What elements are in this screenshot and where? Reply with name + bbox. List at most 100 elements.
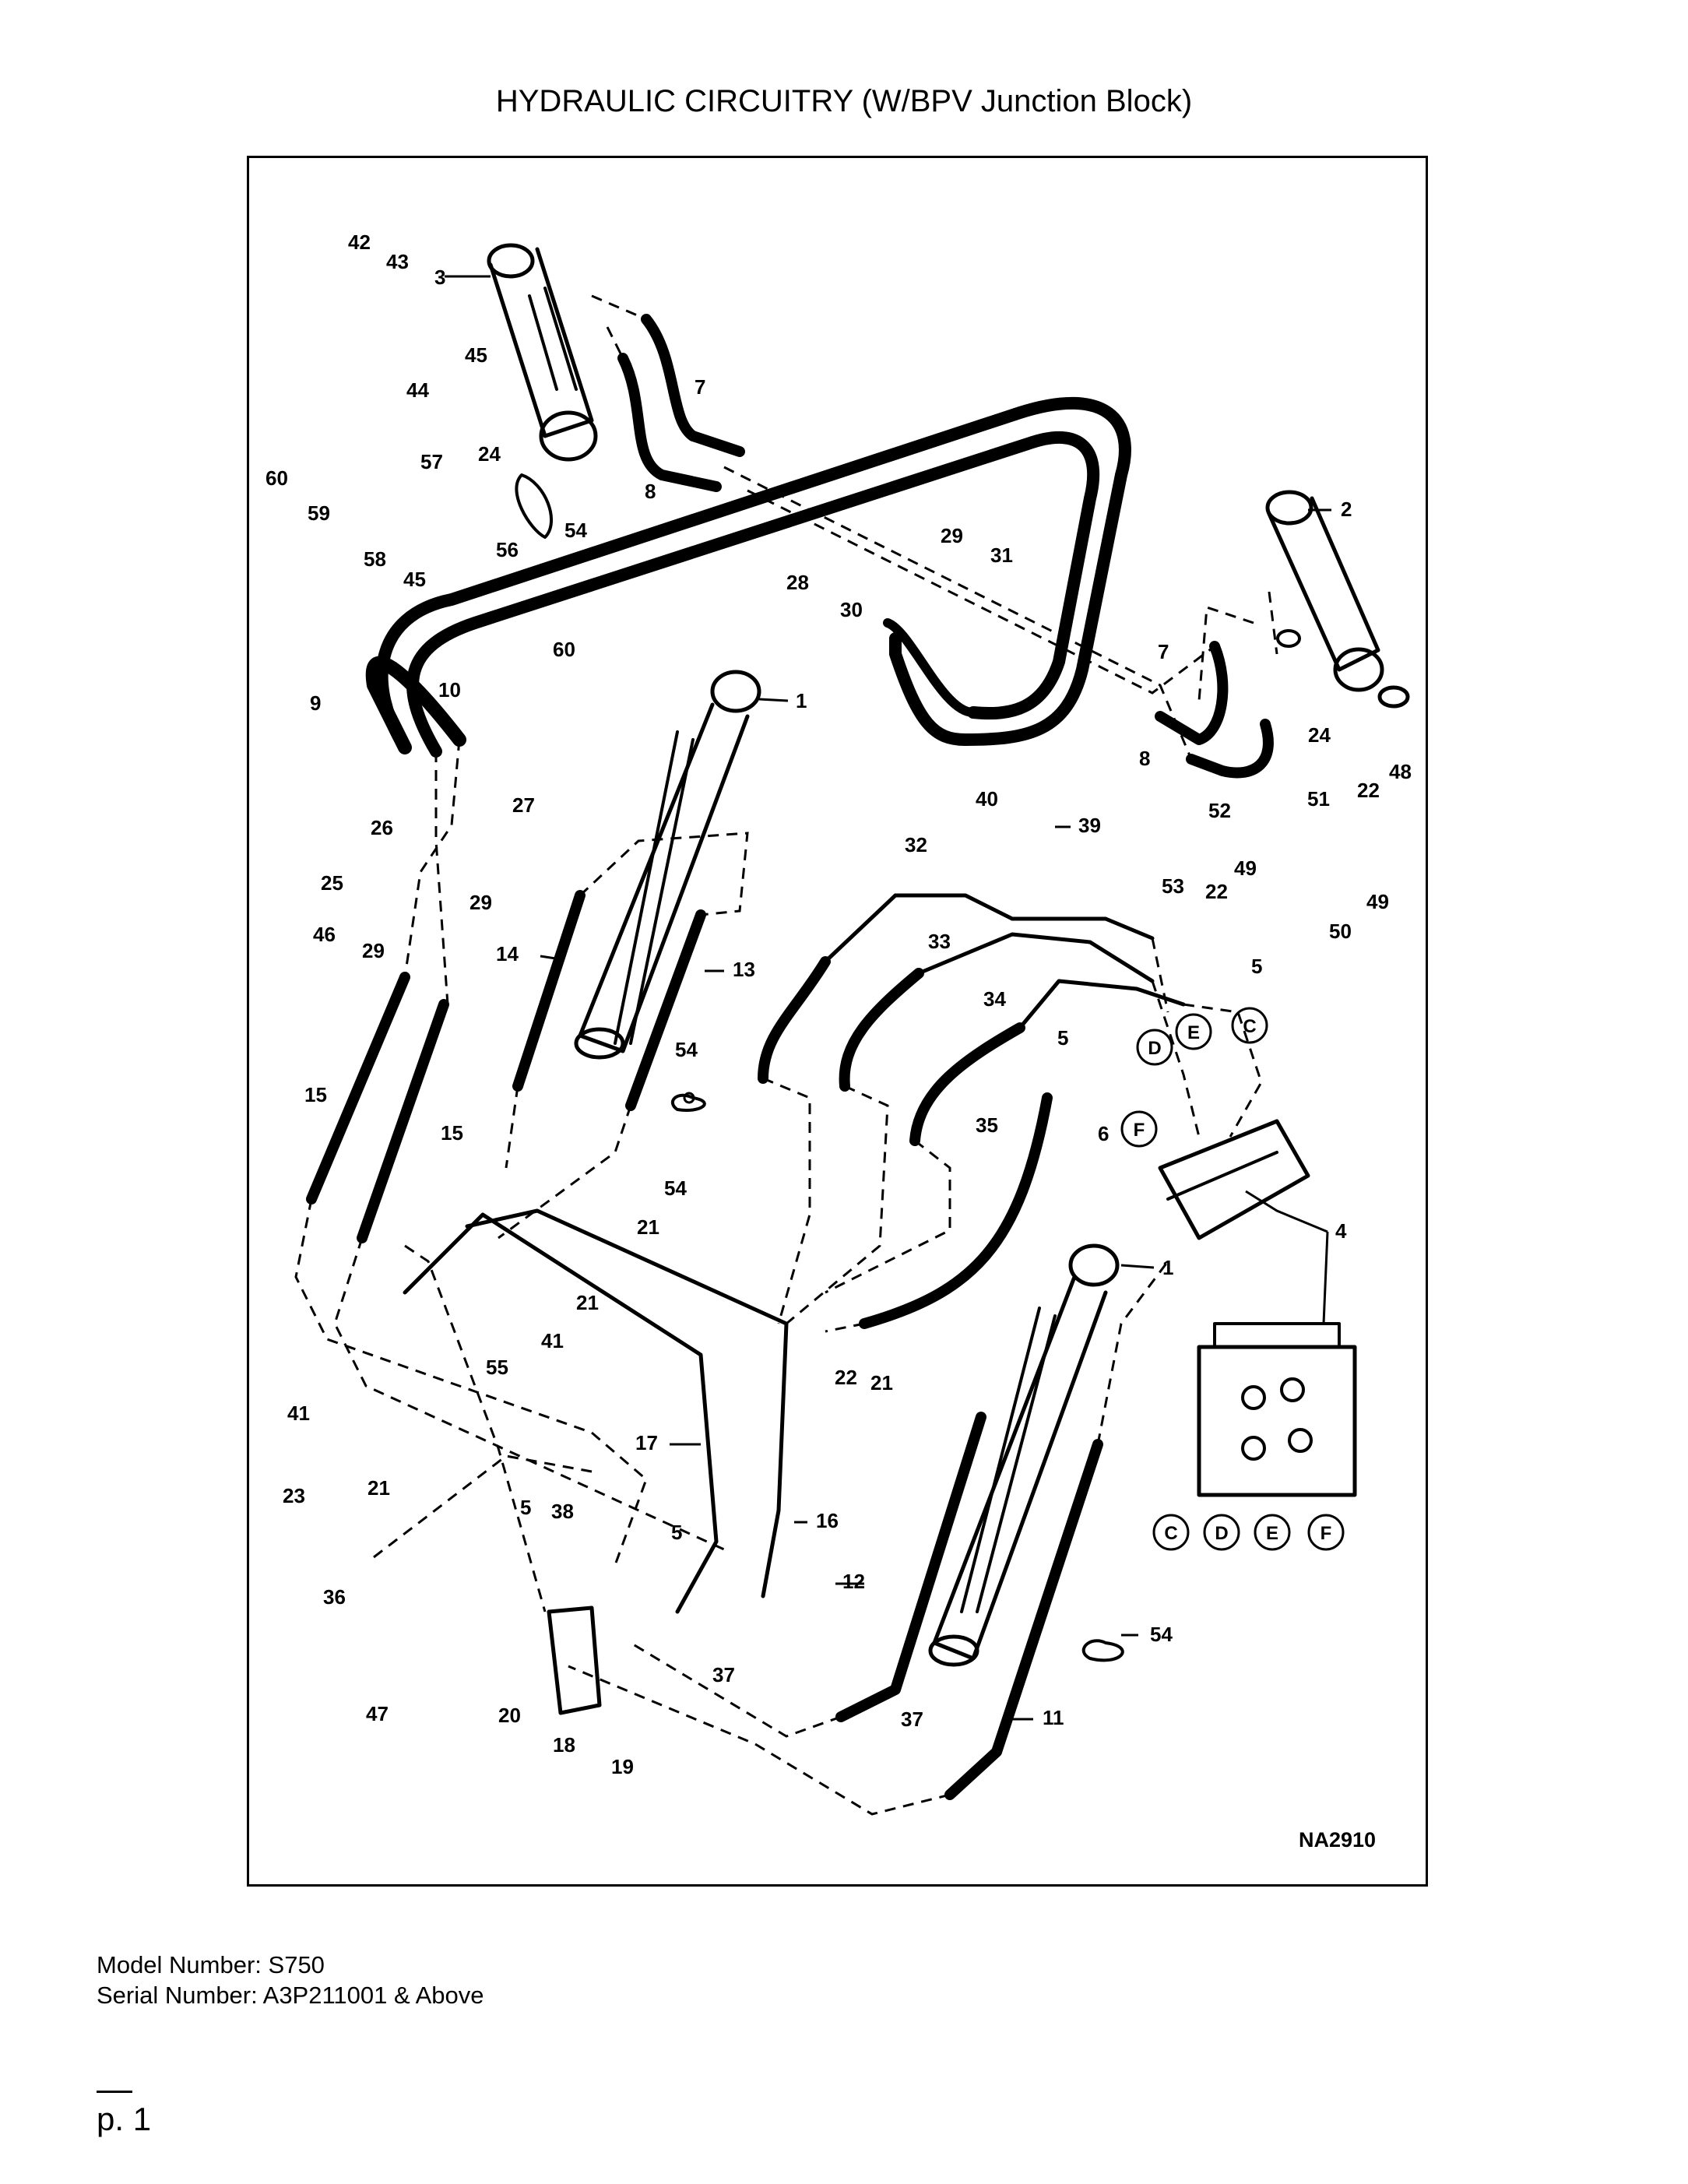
callout-48: 48 <box>1389 760 1412 783</box>
page-rule <box>97 2091 132 2093</box>
callout-22: 22 <box>1357 779 1380 802</box>
callout-50: 50 <box>1329 920 1352 943</box>
callout-15: 15 <box>304 1083 327 1106</box>
callout-36: 36 <box>323 1585 346 1609</box>
callout-30: 30 <box>840 598 863 621</box>
tubes-32-34 <box>823 893 1186 1030</box>
callout-21d: 21 <box>367 1476 390 1500</box>
callout-9: 9 <box>310 691 321 715</box>
callout-60b: 60 <box>553 638 575 661</box>
port-c-lower <box>1152 1514 1190 1551</box>
callout-24b: 24 <box>1308 723 1331 747</box>
cylinder-3 <box>487 243 598 462</box>
callout-34: 34 <box>983 987 1006 1011</box>
diagram-frame <box>247 156 1428 1887</box>
callout-49b: 49 <box>1366 890 1389 913</box>
hose-7-right <box>1155 641 1229 745</box>
hose-7-upper <box>641 314 745 457</box>
callout-23: 23 <box>283 1484 305 1507</box>
callout-8b: 8 <box>1139 747 1150 770</box>
callout-5b: 5 <box>1057 1026 1068 1050</box>
callout-53: 53 <box>1162 874 1184 898</box>
leader-lines <box>445 275 1331 1721</box>
callout-56: 56 <box>496 538 519 561</box>
callout-28: 28 <box>786 571 809 594</box>
callout-49: 49 <box>1234 856 1257 880</box>
callout-54d: 54 <box>1150 1623 1173 1646</box>
hose-12 <box>835 1412 986 1722</box>
hose-11 <box>944 1439 1103 1800</box>
callout-2: 2 <box>1341 498 1352 521</box>
callout-12: 12 <box>842 1570 865 1593</box>
callout-7: 7 <box>695 375 705 399</box>
callout-41: 41 <box>541 1329 564 1352</box>
port-f-lower <box>1307 1514 1345 1551</box>
callout-1: 1 <box>796 689 807 712</box>
callout-46: 46 <box>313 923 336 946</box>
callout-14: 14 <box>496 942 519 965</box>
callout-18: 18 <box>553 1733 575 1757</box>
callout-51: 51 <box>1307 787 1330 811</box>
callout-44: 44 <box>406 378 429 402</box>
callout-39: 39 <box>1078 814 1101 837</box>
callout-25: 25 <box>321 871 343 895</box>
callout-17: 17 <box>635 1431 658 1454</box>
diagram-art <box>306 243 1410 1800</box>
callout-55: 55 <box>486 1356 508 1379</box>
callout-42: 42 <box>348 230 371 254</box>
callout-26: 26 <box>371 816 393 839</box>
port-e-lower <box>1254 1514 1291 1551</box>
junction-block-18 <box>547 1605 602 1715</box>
port-letter-f-lower: F <box>1321 1523 1332 1544</box>
tube-16 <box>465 1208 789 1598</box>
callout-29b: 29 <box>469 891 492 914</box>
dashed-connections <box>294 294 1278 1816</box>
callout-38: 38 <box>551 1500 574 1523</box>
callout-29: 29 <box>941 524 963 547</box>
callout-35: 35 <box>976 1113 998 1137</box>
callout-4: 4 <box>1335 1219 1347 1243</box>
callout-5: 5 <box>1251 955 1262 978</box>
callout-41b: 41 <box>287 1401 310 1425</box>
callout-37: 37 <box>712 1663 735 1686</box>
callout-54c: 54 <box>664 1176 687 1200</box>
callout-37b: 37 <box>901 1707 923 1731</box>
hose-15a <box>306 972 410 1205</box>
callout-57: 57 <box>420 450 443 473</box>
callout-47: 47 <box>366 1702 389 1725</box>
callout-45: 45 <box>465 343 487 367</box>
callout-54b: 54 <box>675 1038 698 1061</box>
callout-22c: 22 <box>835 1366 857 1389</box>
port-markers <box>1120 1007 1345 1551</box>
port-letter-e-upper: E <box>1187 1022 1200 1043</box>
drawing-code: NA2910 <box>1299 1828 1376 1852</box>
callout-1b: 1 <box>1162 1256 1173 1279</box>
hose-9 <box>365 656 466 754</box>
callout-6: 6 <box>1098 1122 1109 1145</box>
serial-number: Serial Number: A3P211001 & Above <box>97 1982 484 2009</box>
hose-15b <box>357 999 449 1243</box>
callout-labels: 42 43 3 45 44 7 57 60 24 8 59 54 2 29 58… <box>266 230 1412 1778</box>
port-letter-f-upper: F <box>1134 1120 1145 1141</box>
callout-43: 43 <box>386 250 409 273</box>
callout-11: 11 <box>1043 1706 1064 1729</box>
callout-59: 59 <box>308 501 330 525</box>
callout-15b: 15 <box>441 1121 463 1145</box>
callout-16: 16 <box>816 1509 839 1532</box>
callout-32: 32 <box>905 833 927 856</box>
control-valve-upper <box>1158 1119 1310 1240</box>
callout-20: 20 <box>498 1704 521 1727</box>
model-number: Model Number: S750 <box>97 1951 325 1978</box>
callout-54: 54 <box>564 519 587 542</box>
cylinder-1-lower <box>928 1243 1120 1667</box>
callout-33: 33 <box>928 930 951 953</box>
port-c-upper <box>1231 1007 1268 1044</box>
hose-33 <box>839 968 924 1092</box>
hose-14 <box>512 890 586 1092</box>
callout-22b: 22 <box>1205 880 1228 903</box>
callout-24: 24 <box>478 442 501 466</box>
callout-21: 21 <box>637 1215 659 1239</box>
cylinder-1-upper <box>574 670 761 1060</box>
callout-29c: 29 <box>362 939 385 962</box>
